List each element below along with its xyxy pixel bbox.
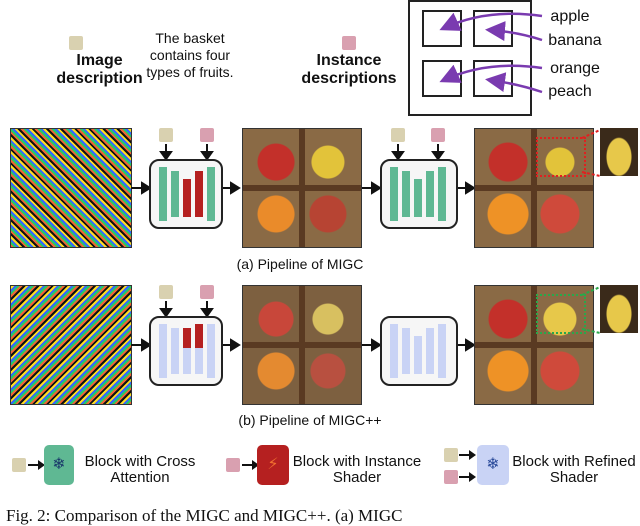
intermediate-image-a: [242, 128, 362, 248]
legend-label-instance-shader: Block with Instance Shader: [290, 454, 424, 486]
zoom-line-a: [580, 128, 602, 178]
instance-token-a2: [431, 128, 445, 142]
unet-block-cross-attention: [380, 159, 458, 229]
legend-instance-token: [226, 458, 240, 472]
image-token-a2: [391, 128, 405, 142]
unet-block-migcpp: [149, 316, 223, 386]
legend-refined-image-token: [444, 448, 458, 462]
arrow-orange: [444, 66, 542, 80]
arrow-peach: [490, 80, 542, 92]
figure-caption: Fig. 2: Comparison of the MIGC and MIGC+…: [6, 506, 402, 526]
layout-box-apple: [423, 11, 461, 46]
image-token-b1: [159, 285, 173, 299]
unet-block-refined: [380, 316, 458, 386]
image-token-a1: [159, 128, 173, 142]
highlight-box-a: [536, 137, 586, 177]
arrow-apple: [444, 14, 542, 28]
legend-label-refined-shader: Block with Refined Shader: [508, 454, 640, 486]
instance-token-b1: [200, 285, 214, 299]
legend-block-instance-shader: ⚡: [257, 445, 289, 485]
layout-box-orange: [423, 61, 461, 96]
instance-descriptions-label: Instance descriptions: [294, 52, 404, 88]
instance-token-a1: [200, 128, 214, 142]
caption-migc: (a) Pipeline of MIGC: [200, 256, 400, 272]
arrow-banana: [490, 30, 542, 40]
legend-refined-instance-token: [444, 470, 458, 484]
layout-label-peach: peach: [540, 83, 600, 101]
caption-migcpp: (b) Pipeline of MIGC++: [200, 412, 420, 428]
legend-arrow-3: [459, 446, 479, 486]
zoom-crop-b: [600, 285, 638, 333]
image-description-token: [69, 36, 83, 50]
image-description-label: Image description: [52, 52, 147, 88]
zoom-line-b: [580, 285, 602, 335]
intermediate-image-b: [242, 285, 362, 405]
highlight-box-b: [536, 294, 586, 334]
zoom-crop-a: [600, 128, 638, 176]
layout-diagram: [408, 0, 640, 118]
layout-label-apple: apple: [540, 8, 600, 26]
legend-block-cross-attention: ❄: [44, 445, 74, 485]
instance-description-token: [342, 36, 356, 50]
global-prompt-text: The basket contains four types of fruits…: [141, 30, 239, 81]
legend-image-token: [12, 458, 26, 472]
legend-label-cross-attention: Block with Cross Attention: [76, 454, 204, 486]
layout-label-banana: banana: [543, 32, 607, 50]
unet-block-migc: [149, 159, 223, 229]
legend-block-refined-shader: ❄: [477, 445, 509, 485]
layout-label-orange: orange: [543, 60, 607, 78]
